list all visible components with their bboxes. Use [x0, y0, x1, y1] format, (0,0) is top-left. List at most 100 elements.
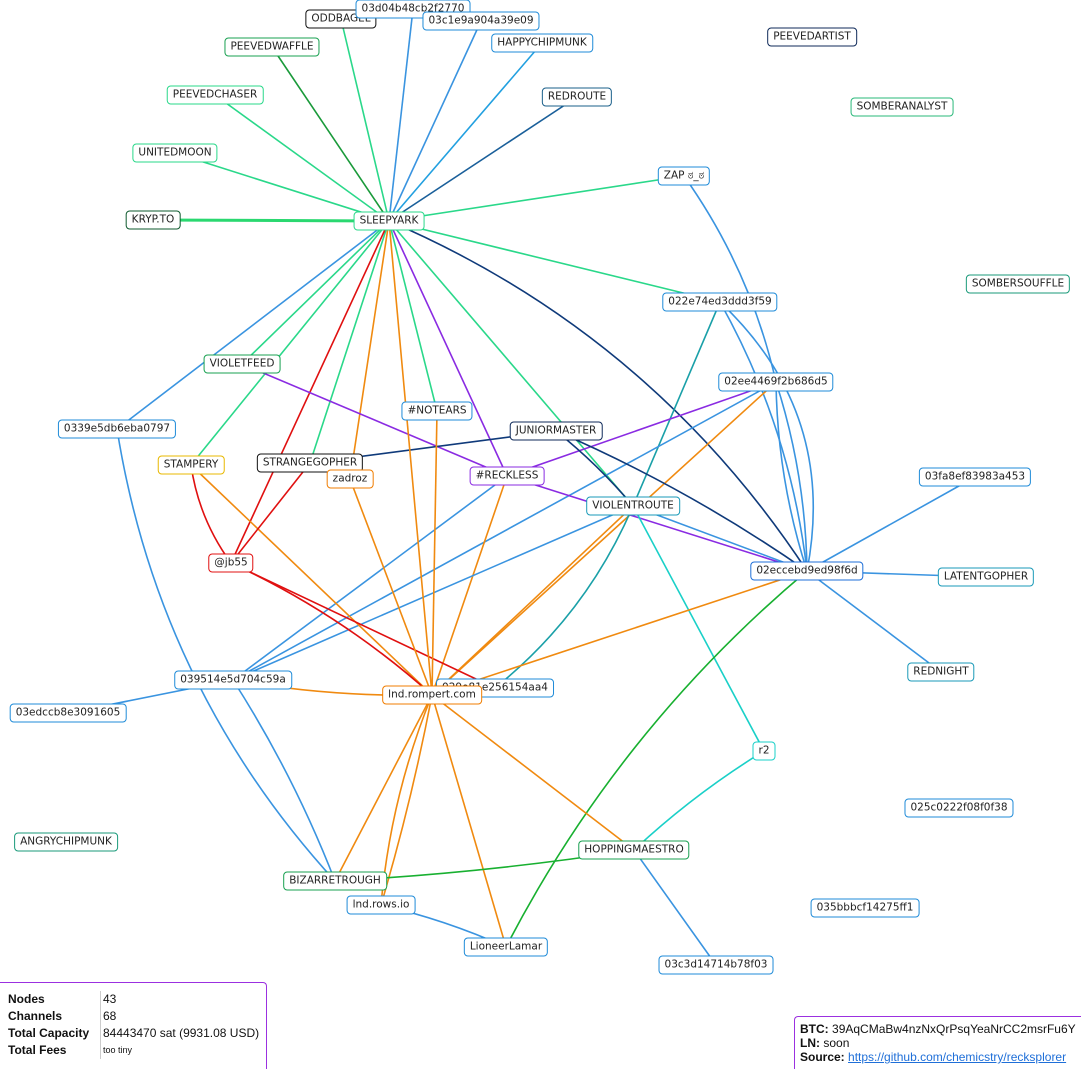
graph-node[interactable]: KRYP.TO — [125, 210, 181, 230]
stats-panel: Nodes 43 Channels 68 Total Capacity 8444… — [0, 982, 267, 1069]
channel-edge — [633, 849, 717, 966]
channel-edge — [431, 475, 508, 696]
channel-edge — [380, 694, 433, 906]
channel-edge — [555, 430, 808, 572]
btc-address: 39AqCMaBw4nzNxQrPsqYeaNrCC2msrFu6Y — [832, 1022, 1076, 1036]
channel-edge — [775, 381, 808, 572]
capacity-value: 84443470 sat (9931.08 USD) — [103, 1026, 260, 1040]
stats-row-fees: Total Fees too tiny — [8, 1042, 262, 1059]
channel-edge — [388, 220, 634, 507]
graph-node[interactable]: HAPPYCHIPMUNK — [491, 33, 593, 53]
channel-edge — [388, 8, 414, 222]
graph-node[interactable]: STAMPERY — [157, 455, 225, 475]
graph-node[interactable]: #RECKLESS — [469, 466, 545, 486]
channel-edge — [806, 476, 976, 572]
channel-edge — [232, 381, 777, 681]
graph-node[interactable]: PEEVEDARTIST — [767, 27, 857, 47]
graph-node[interactable]: 039514e5d704c59a — [174, 670, 292, 690]
graph-node[interactable]: 03fa8ef83983a453 — [918, 467, 1032, 487]
channel-edge — [214, 94, 390, 222]
graph-node[interactable]: BIZARRETROUGH — [283, 871, 387, 891]
graph-node[interactable]: 03c3d14714b78f03 — [658, 955, 774, 975]
graph-node[interactable]: STRANGEGOPHER — [256, 453, 364, 473]
graph-node[interactable]: ANGRYCHIPMUNK — [14, 832, 118, 852]
channel-edge — [190, 220, 390, 466]
channel-edge — [388, 220, 721, 303]
fees-value: too tiny — [103, 1045, 133, 1055]
graph-node[interactable]: PEEVEDCHASER — [166, 85, 264, 105]
channel-edge — [388, 220, 438, 412]
graph-node[interactable]: VIOLENTROUTE — [586, 496, 680, 516]
btc-line: BTC: 39AqCMaBw4nzNxQrPsqYeaNrCC2msrFu6Y — [800, 1022, 1081, 1036]
stats-row-channels: Channels 68 — [8, 1008, 262, 1025]
channel-edge — [309, 220, 390, 464]
donation-panel: BTC: 39AqCMaBw4nzNxQrPsqYeaNrCC2msrFu6Y … — [794, 1016, 1081, 1069]
stats-row-capacity: Total Capacity 84443470 sat (9931.08 USD… — [8, 1025, 262, 1042]
graph-node[interactable]: UNITEDMOON — [132, 143, 218, 163]
channel-edge — [388, 220, 508, 477]
graph-node[interactable]: LioneerLamar — [463, 937, 549, 957]
channel-edge — [494, 505, 634, 689]
graph-node[interactable]: r2 — [752, 741, 776, 761]
graph-node[interactable]: 02eccebd9ed98f6d — [750, 561, 864, 581]
graph-node[interactable]: VIOLETFEED — [203, 354, 281, 374]
channel-edge — [340, 18, 390, 222]
channel-edge — [431, 694, 635, 851]
channel-edge — [232, 475, 508, 681]
channel-edge — [388, 96, 578, 222]
graph-node[interactable]: lnd.rows.io — [346, 895, 416, 915]
graph-node[interactable]: PEEVEDWAFFLE — [224, 37, 320, 57]
channels-value: 68 — [103, 1009, 117, 1023]
channel-edge — [334, 694, 433, 882]
graph-node[interactable]: ZAP ಠ_ಠ — [657, 166, 711, 186]
graph-node[interactable]: LATENTGOPHER — [937, 567, 1035, 587]
channel-edge — [349, 220, 390, 480]
graph-node[interactable]: 025c0222f08f0f38 — [904, 798, 1014, 818]
btc-label: BTC: — [800, 1022, 829, 1036]
channel-edge — [431, 694, 507, 948]
graph-node[interactable]: 03edccb8e3091605 — [9, 703, 127, 723]
graph-node[interactable]: 02ee4469f2b686d5 — [718, 372, 834, 392]
graph-node[interactable]: SOMBERANALYST — [850, 97, 954, 117]
graph-node[interactable]: SLEEPYARK — [353, 211, 425, 231]
channel-edge — [431, 505, 634, 696]
channel-edge — [230, 562, 496, 689]
graph-node[interactable]: 035bbbcf14275ff1 — [810, 898, 920, 918]
channel-edge — [380, 694, 433, 906]
nodes-value: 43 — [103, 992, 117, 1006]
channel-edge — [632, 301, 721, 507]
channel-edge — [388, 175, 685, 222]
channel-edge — [505, 570, 808, 948]
channel-edge — [388, 220, 808, 572]
graph-node[interactable]: SOMBERSOUFFLE — [965, 274, 1071, 294]
channel-edge — [506, 381, 777, 477]
channel-edge — [632, 505, 808, 572]
graph-node[interactable]: HOPPINGMAESTRO — [578, 840, 690, 860]
channel-edge — [271, 46, 390, 222]
graph-node[interactable]: lnd.rompert.com — [382, 685, 482, 705]
channel-edge — [431, 410, 438, 696]
graph-node[interactable]: 03c1e9a904a39e09 — [422, 11, 540, 31]
channel-edge — [232, 679, 336, 882]
graph-node[interactable]: @jb55 — [208, 553, 254, 573]
capacity-label: Total Capacity — [8, 1025, 101, 1042]
channel-edge — [116, 220, 390, 430]
source-label: Source: — [800, 1050, 845, 1064]
channel-edge — [241, 363, 508, 477]
graph-node[interactable]: REDNIGHT — [907, 662, 975, 682]
channel-edge — [683, 175, 777, 383]
graph-node[interactable]: zadroz — [326, 469, 374, 489]
graph-node[interactable]: 0339e5db6eba0797 — [57, 419, 177, 439]
graph-node[interactable]: 022e74ed3ddd3f59 — [662, 292, 778, 312]
graph-node[interactable]: #NOTEARS — [401, 401, 473, 421]
graph-node[interactable]: REDROUTE — [541, 87, 613, 107]
channel-edge — [506, 475, 808, 572]
channel-edge — [190, 464, 433, 696]
graph-node[interactable]: JUNIORMASTER — [509, 421, 603, 441]
channel-edge — [152, 218, 390, 223]
channels-label: Channels — [8, 1008, 101, 1025]
channel-edge — [241, 220, 390, 365]
source-link[interactable]: https://github.com/chemicstry/recksplore… — [848, 1050, 1067, 1064]
fees-label: Total Fees — [8, 1042, 101, 1059]
